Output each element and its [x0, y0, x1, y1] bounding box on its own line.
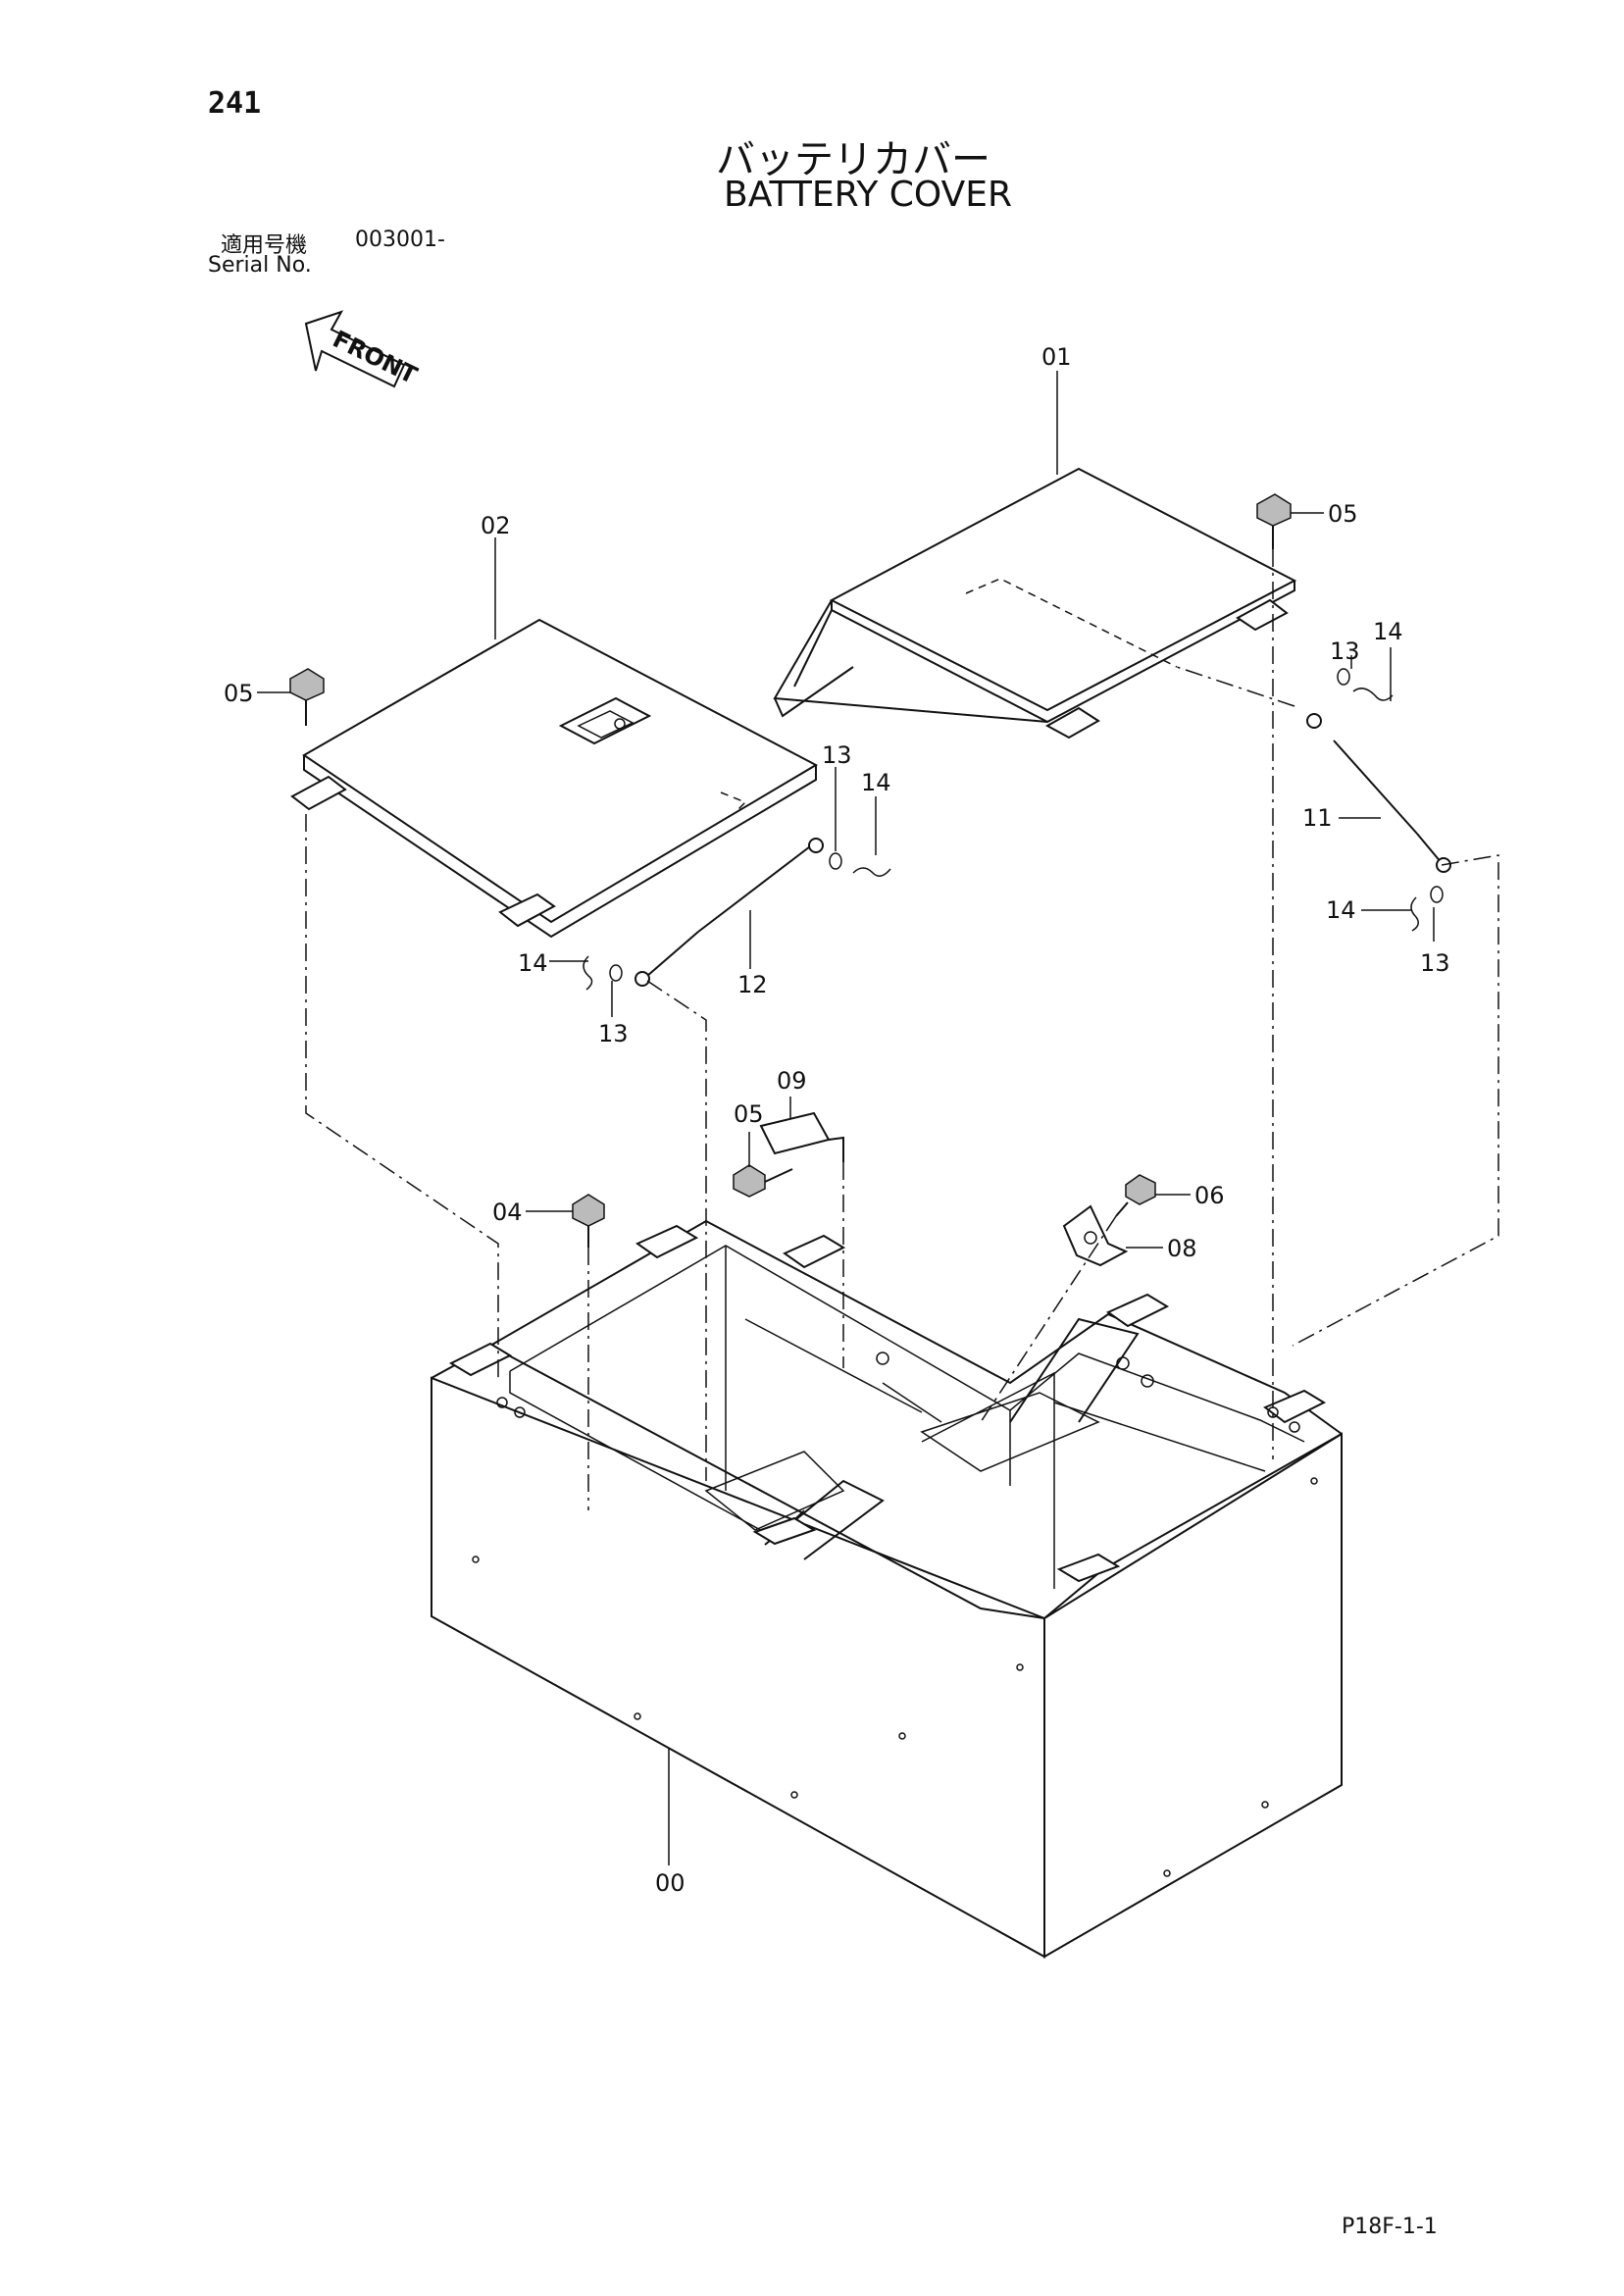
- callout-01: 01: [1041, 343, 1072, 371]
- gas-spring-part-11: [1306, 713, 1451, 873]
- callout-05-right: 05: [1328, 500, 1358, 528]
- cover-part-01: [773, 467, 1297, 740]
- callout-14-d: 14: [1326, 896, 1356, 924]
- bolt-part-05-left: [289, 668, 325, 726]
- bracket-part-08: [1062, 1204, 1129, 1267]
- callout-13-a: 13: [822, 741, 852, 769]
- callout-13-c: 13: [598, 1020, 629, 1047]
- callout-05-mid: 05: [734, 1100, 764, 1128]
- callout-00: 00: [655, 1869, 685, 1897]
- cover-part-02: [290, 618, 819, 939]
- callout-05-left: 05: [224, 680, 254, 707]
- clip-part-14: [583, 688, 1419, 991]
- bolt-part-06: [1115, 1174, 1156, 1217]
- callout-12: 12: [737, 971, 768, 998]
- gas-spring-part-12: [634, 838, 824, 987]
- battery-box-part-00: [431, 1219, 1343, 1959]
- callout-13-d: 13: [1420, 949, 1450, 977]
- callout-06: 06: [1194, 1182, 1225, 1209]
- callout-14-b: 14: [1373, 618, 1403, 645]
- bolt-part-05-mid: [733, 1164, 793, 1198]
- serial-label-english: Serial No.: [208, 253, 312, 278]
- front-arrow-label: FRONT: [329, 326, 422, 390]
- callout-09: 09: [777, 1067, 807, 1095]
- callout-11: 11: [1302, 804, 1333, 832]
- callout-13-b: 13: [1330, 638, 1360, 665]
- callout-14-c: 14: [518, 949, 548, 977]
- bracket-part-09: [759, 1111, 844, 1162]
- title-japanese: バッテリカバー: [716, 137, 990, 182]
- bolt-part-04: [572, 1194, 605, 1248]
- page-number: 241: [208, 86, 262, 121]
- washer-part-13: [609, 668, 1444, 982]
- serial-number-value: 003001-: [355, 228, 445, 252]
- callout-08: 08: [1167, 1235, 1197, 1262]
- callout-04: 04: [492, 1199, 523, 1226]
- front-arrow-icon: FRONT: [304, 310, 422, 390]
- callout-14-a: 14: [861, 769, 891, 796]
- assembly-center-lines: [305, 549, 1499, 1510]
- title-english: BATTERY COVER: [724, 175, 1012, 215]
- bolt-part-05-right: [1256, 493, 1292, 549]
- page-code: P18F-1-1: [1342, 2215, 1438, 2239]
- leader-lines: [257, 371, 1435, 1865]
- serial-label-japanese: 適用号機: [221, 233, 308, 258]
- callout-02: 02: [481, 512, 511, 539]
